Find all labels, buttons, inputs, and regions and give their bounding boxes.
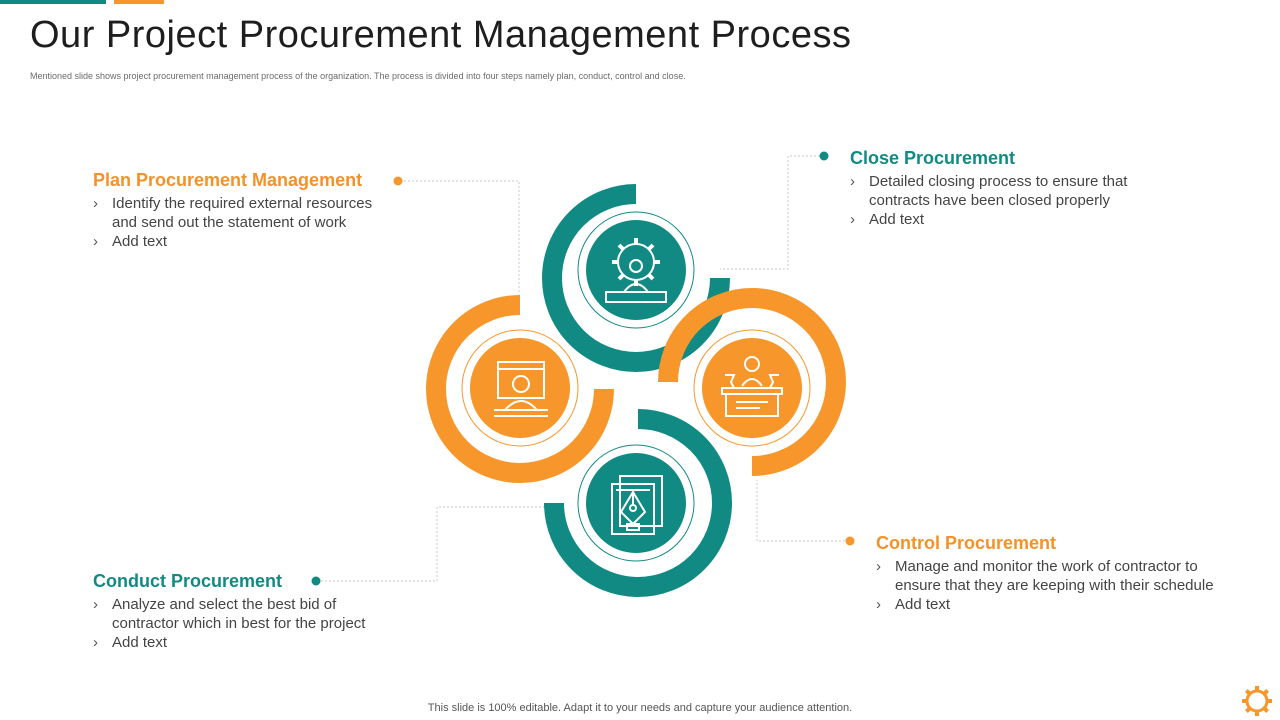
accent-bar-teal (0, 0, 106, 4)
arc-close (542, 184, 730, 372)
accent-bar-orange (114, 0, 164, 4)
pen-tool-document-icon (611, 475, 663, 535)
slide-footer: This slide is 100% editable. Adapt it to… (427, 702, 853, 714)
gear-icon (1242, 686, 1272, 716)
slide-subtitle: Mentioned slide shows project procuremen… (30, 71, 686, 81)
connector-dot-close (819, 151, 829, 161)
step-plan-title: Plan Procurement Management (93, 170, 363, 190)
step-control-bullets: Manage and monitor the work of contracto… (876, 557, 1241, 614)
step-plan-bullets: Identify the required external resources… (93, 194, 398, 251)
step-close-title: Close Procurement (850, 148, 1016, 168)
connector-conduct (317, 506, 558, 582)
person-at-computer-icon (494, 361, 548, 417)
connector-close (720, 155, 824, 270)
arc-control (658, 288, 846, 476)
step-close: Close Procurement Detailed closing proce… (850, 148, 1150, 229)
step-control-title: Control Procurement (876, 533, 1057, 553)
list-item: Add text (93, 633, 393, 652)
connector-dot-plan (393, 176, 403, 186)
connector-control (756, 480, 849, 542)
step-plan: Plan Procurement Management Identify the… (93, 170, 398, 251)
list-item: Add text (93, 232, 398, 251)
arc-plan (426, 295, 614, 483)
connector-plan (400, 180, 520, 295)
list-item: Add text (850, 210, 1150, 229)
step-conduct-title: Conduct Procurement (93, 571, 283, 591)
step-control: Control Procurement Manage and monitor t… (876, 533, 1241, 614)
step-conduct: Conduct Procurement Analyze and select t… (93, 571, 393, 652)
step-conduct-bullets: Analyze and select the best bid of contr… (93, 595, 393, 652)
list-item: Analyze and select the best bid of contr… (93, 595, 393, 633)
connector-dot-conduct (311, 576, 321, 586)
arc-conduct (544, 409, 732, 597)
slide-title: Our Project Procurement Management Proce… (30, 14, 852, 56)
person-with-gear-icon (605, 238, 667, 303)
connector-dot-control (845, 536, 855, 546)
list-item: Manage and monitor the work of contracto… (876, 557, 1241, 595)
list-item: Identify the required external resources… (93, 194, 398, 232)
list-item: Add text (876, 595, 1241, 614)
list-item: Detailed closing process to ensure that … (850, 172, 1150, 210)
step-close-bullets: Detailed closing process to ensure that … (850, 172, 1150, 229)
person-at-desk-icon (721, 356, 783, 417)
